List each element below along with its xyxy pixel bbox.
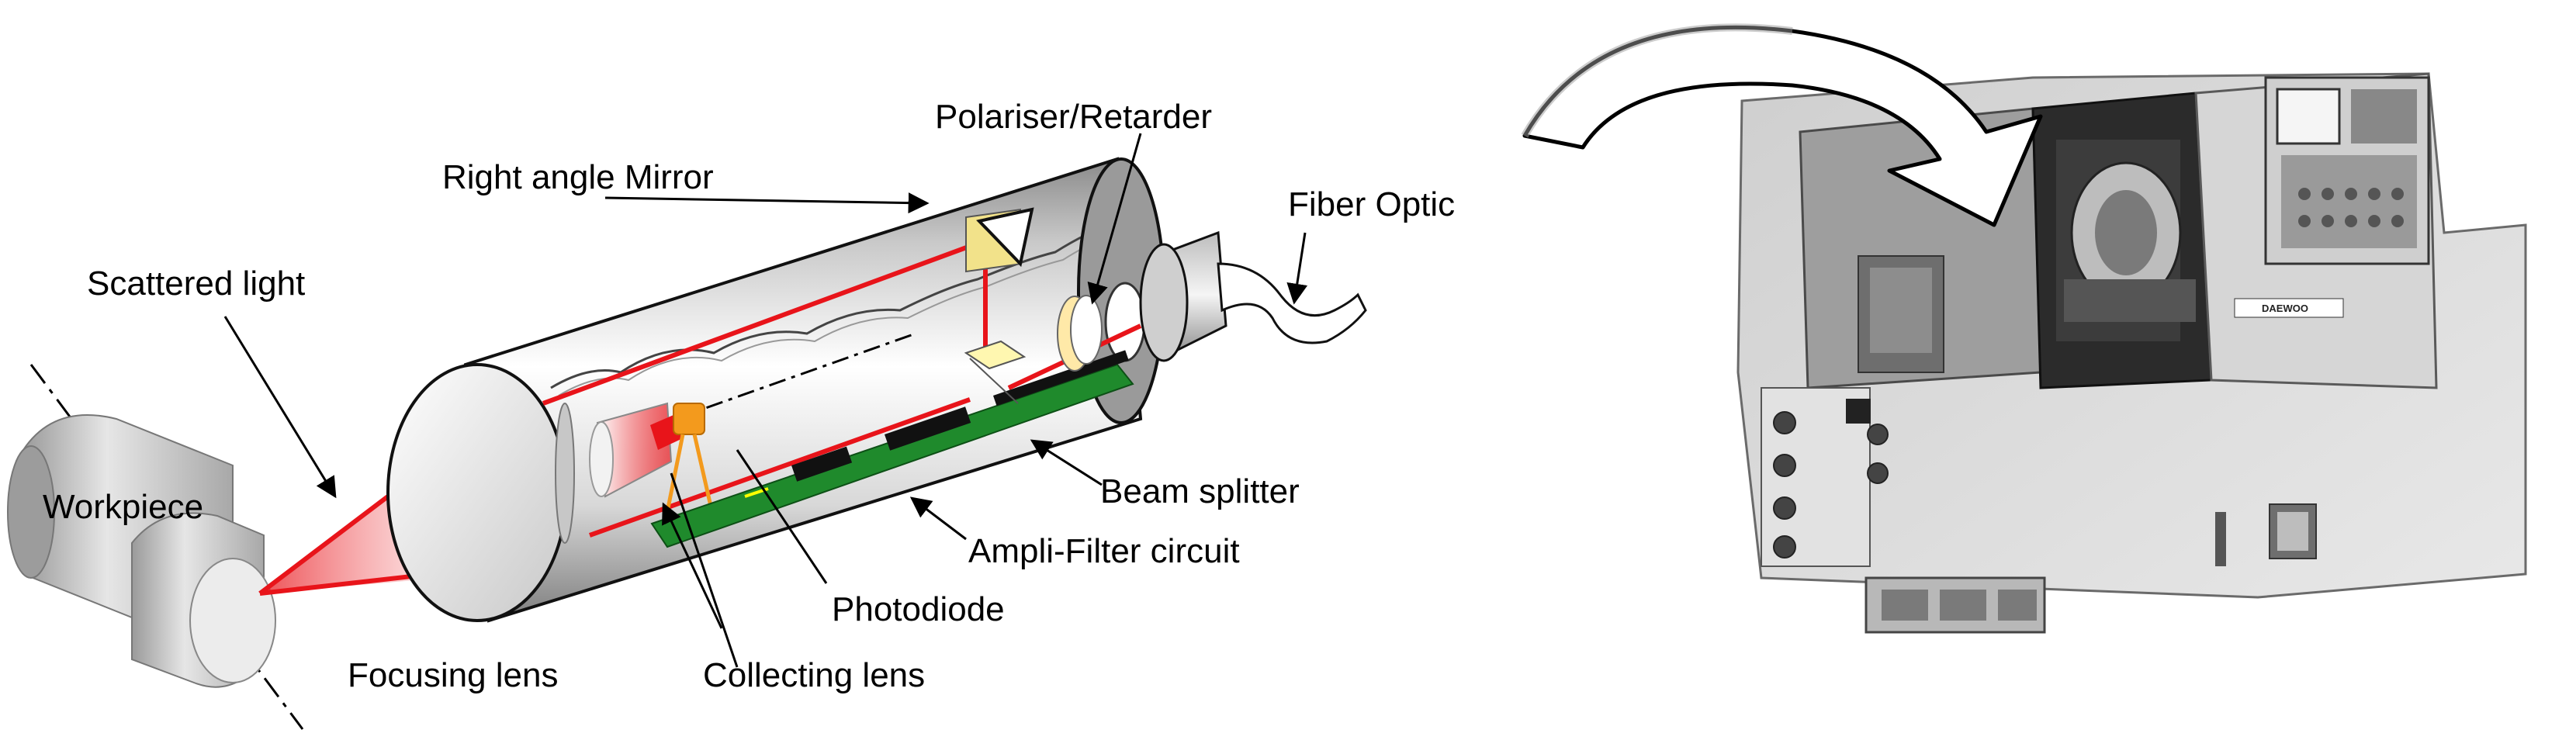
ampli-filter-circuit-label: Ampli-Filter circuit xyxy=(968,532,1240,570)
leader-lines xyxy=(223,133,1308,668)
brand-plate-text: DAEWOO xyxy=(2262,303,2308,314)
focusing-lens-label: Focusing lens xyxy=(348,656,558,694)
control-screen xyxy=(2276,88,2341,145)
polariser-retarder-label: Polariser/Retarder xyxy=(935,98,1212,136)
fiber-optic-cable xyxy=(1139,230,1367,362)
right-angle-mirror xyxy=(976,207,1034,268)
control-keypad xyxy=(2281,89,2417,248)
sensor-tube xyxy=(386,157,1165,623)
workpiece xyxy=(7,414,276,688)
right-angle-mirror-label: Right angle Mirror xyxy=(442,158,714,196)
control-knobs xyxy=(1773,399,1889,559)
workpiece-label: Workpiece xyxy=(43,488,203,526)
polariser-retarder xyxy=(1057,295,1103,372)
cnc-lathe-illustration: DAEWOO xyxy=(1521,23,2527,634)
scattered-light-label: Scattered light xyxy=(87,265,305,303)
beam-splitter-label: Beam splitter xyxy=(1100,472,1300,510)
photodiode xyxy=(650,403,716,521)
photodiode-label: Photodiode xyxy=(832,590,1005,628)
collecting-lens-label: Collecting lens xyxy=(703,656,925,694)
brand-plate xyxy=(2234,298,2344,318)
fiber-optic-label: Fiber Optic xyxy=(1288,185,1455,223)
sensor-schematic: Workpiece xyxy=(7,98,1455,730)
focusing-lens-face xyxy=(386,363,568,622)
